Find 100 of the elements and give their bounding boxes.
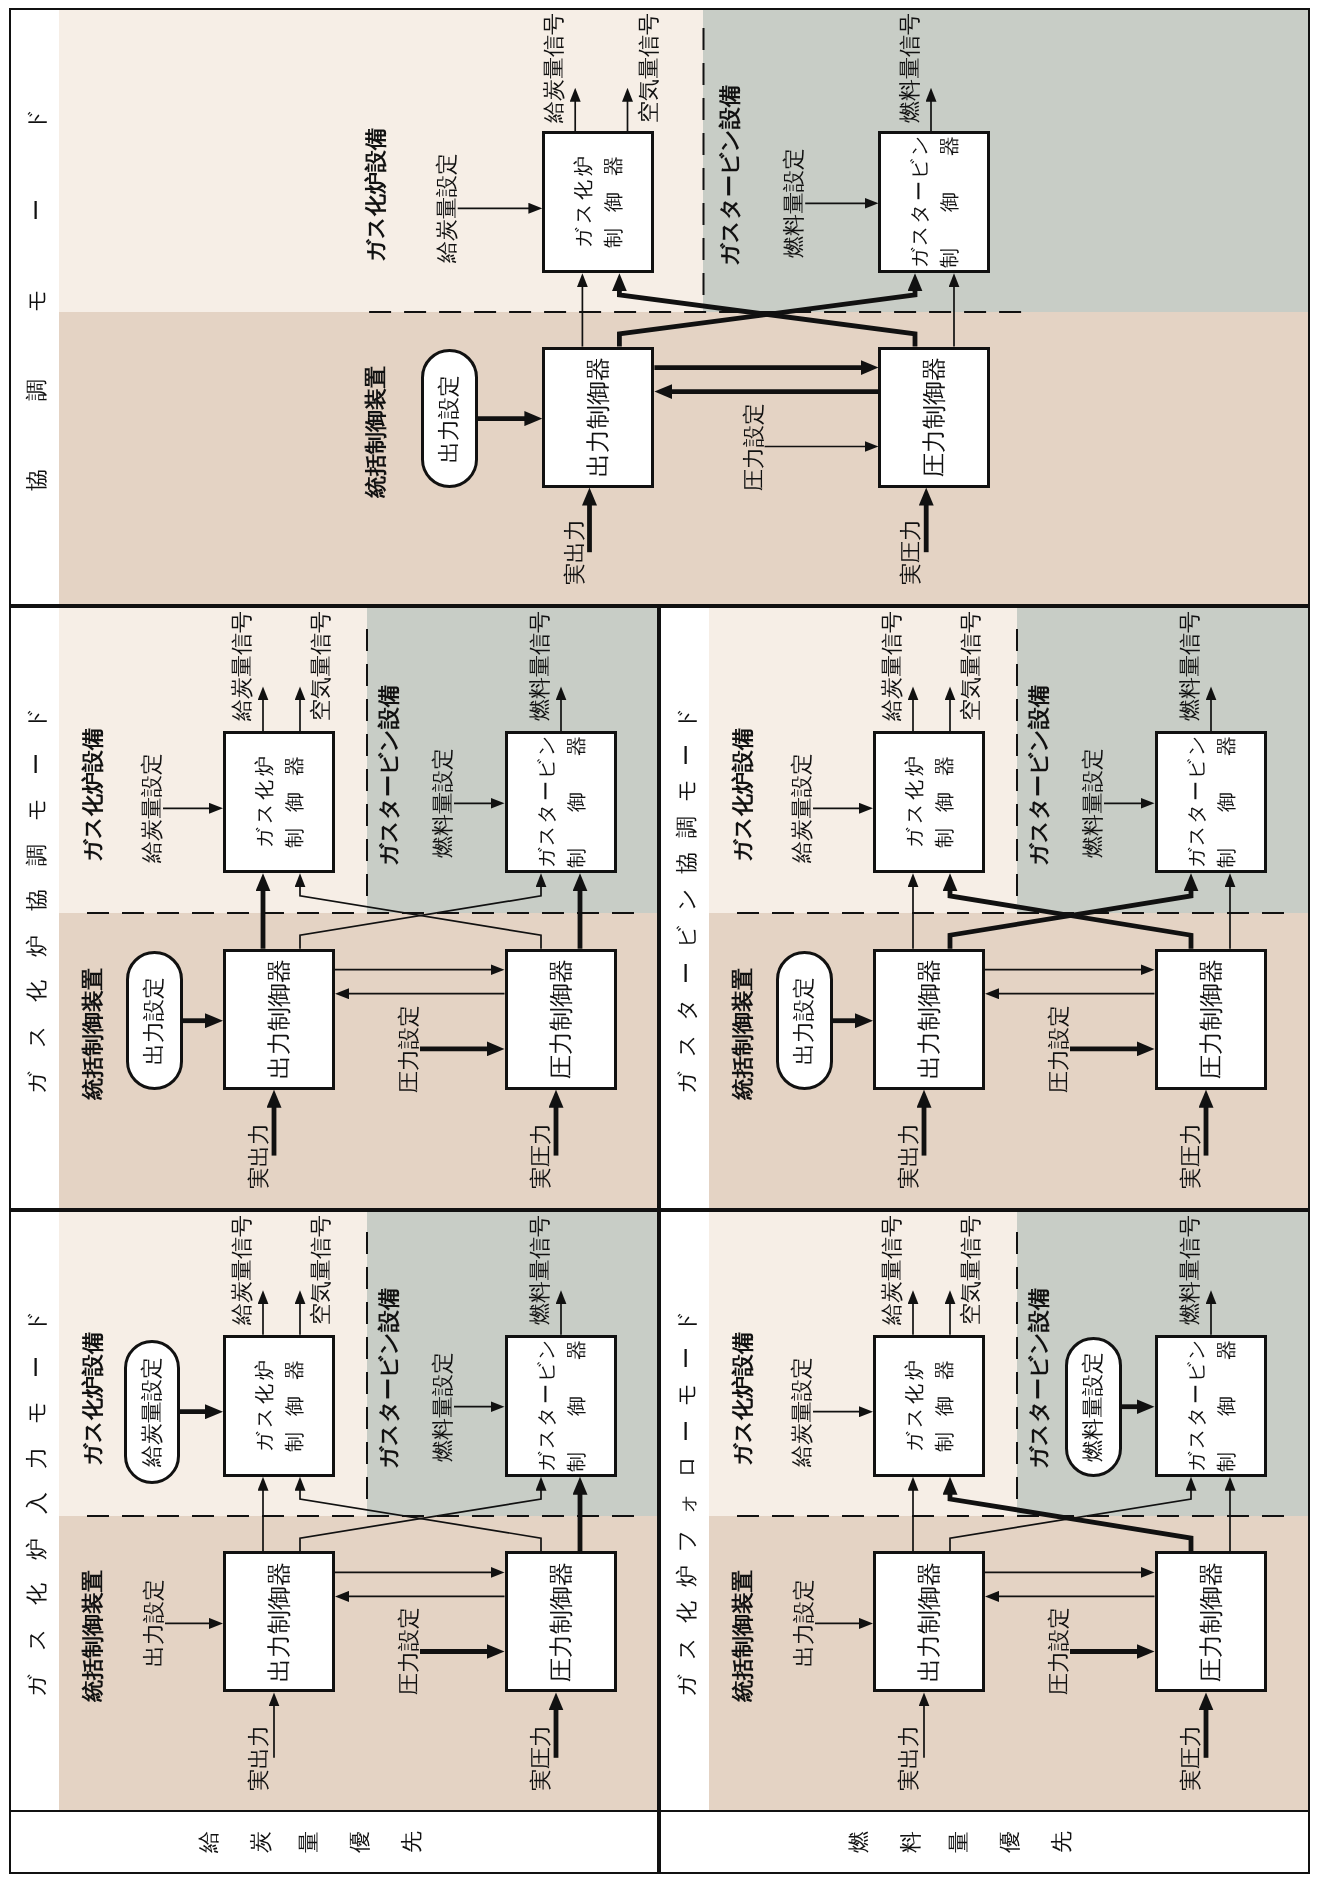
arrow (907, 1290, 919, 1336)
controller-box: 出力制御器 (223, 1551, 335, 1693)
arrow (907, 1476, 919, 1553)
section-area (709, 608, 1017, 914)
setpoint-label: 圧力設定 (398, 1004, 420, 1093)
section-heading: ガスタービン設備 (378, 684, 400, 866)
controller-box: ガス化炉制御器 (542, 131, 655, 274)
arrow (453, 797, 505, 809)
arrow (804, 197, 879, 209)
signal-label: 給炭量信号 (881, 1215, 903, 1326)
arrow (257, 1290, 269, 1336)
section-heading: ガス化炉設備 (732, 1331, 754, 1466)
signal-label: 実出力 (563, 519, 586, 586)
arrow (1205, 1290, 1217, 1336)
section-area (709, 1516, 1308, 1810)
signal-label: 燃料量信号 (529, 1215, 551, 1326)
arrow (456, 202, 543, 214)
arrow (548, 1692, 564, 1758)
arrow (622, 87, 633, 133)
controller-box: 圧力制御器 (1154, 1551, 1267, 1693)
arrow (984, 964, 1155, 976)
setpoint-label: 圧力設定 (1048, 1004, 1070, 1093)
signal-label: 空気量信号 (960, 611, 982, 722)
panel-title: ガス化炉協調モード (26, 706, 48, 1095)
section-heading: ガス化炉設備 (365, 128, 388, 263)
controller-box: ガス化炉制御器 (873, 731, 985, 874)
panel-title: ガスタービン協調モード (676, 706, 698, 1095)
signal-label: 給炭量信号 (881, 611, 903, 722)
arrow (944, 1290, 956, 1336)
section-area (1017, 608, 1308, 914)
arrow (985, 1590, 1156, 1602)
section-area (709, 913, 1308, 1208)
setpoint-label: 燃料量設定 (1082, 748, 1104, 859)
signal-label: 燃料量信号 (529, 611, 551, 722)
arrow (335, 1590, 506, 1602)
arrow (164, 1617, 223, 1629)
arrow (572, 1476, 588, 1552)
signal-label: 空気量信号 (637, 12, 660, 123)
arrow (1070, 1644, 1155, 1659)
arrow (1198, 1089, 1214, 1156)
arrow (555, 686, 567, 733)
signal-label: 燃料量信号 (1179, 1215, 1201, 1326)
section-heading: ガスタービン設備 (718, 84, 741, 266)
setpoint-label: 燃料量設定 (783, 148, 806, 259)
controller-box: 圧力制御器 (504, 1551, 617, 1693)
arrow (1121, 1399, 1155, 1415)
section-area (703, 10, 1308, 312)
signal-label: 実圧力 (1180, 1122, 1202, 1189)
signal-label: 給炭量信号 (543, 12, 566, 123)
arrow (918, 487, 934, 553)
controller-box: 出力制御器 (873, 1551, 985, 1693)
section-heading: 統括制御装置 (732, 967, 754, 1100)
controller-box: 圧力制御器 (504, 948, 617, 1090)
arrow (420, 1041, 505, 1057)
controller-box: ガス化炉制御器 (873, 1334, 985, 1477)
controller-box: 出力制御器 (542, 346, 655, 488)
row-header-cell: 給炭量優先 (9, 1810, 659, 1874)
setpoint-label: 燃料量設定 (432, 1351, 454, 1462)
section-heading: ガス化炉設備 (82, 1331, 104, 1466)
signal-label: 燃料量信号 (899, 12, 921, 123)
setpoint-label: 給炭量設定 (435, 153, 458, 264)
section-area (1017, 1212, 1308, 1517)
arrow (182, 1013, 223, 1029)
arrow (832, 1013, 873, 1029)
controller-box: 圧力制御器 (878, 346, 991, 488)
arrow (1070, 1041, 1155, 1057)
setpoint-label: 出力設定 (793, 1579, 815, 1668)
controller-box: ガスタービン制御器 (1154, 1334, 1267, 1477)
arrow (654, 360, 879, 376)
signal-label: 給炭量信号 (231, 1215, 253, 1326)
controller-box: ガスタービン制御器 (1154, 731, 1267, 874)
section-heading: ガス化炉設備 (82, 728, 104, 863)
arrow (477, 411, 543, 427)
arrow (255, 873, 271, 949)
arrow (569, 87, 581, 133)
panel-frame (659, 606, 1310, 1210)
controller-box: ガスタービン制御器 (878, 131, 991, 274)
arrow (812, 802, 873, 814)
arrow (948, 273, 960, 348)
signal-label: 実出力 (898, 1122, 920, 1189)
setpoint-label: 給炭量設定 (141, 753, 163, 864)
section-area (59, 312, 1308, 604)
section-heading: ガスタービン設備 (378, 1288, 400, 1470)
signal-label: 空気量信号 (960, 1215, 982, 1326)
controller-box: 出力制御器 (223, 948, 335, 1090)
arrow (266, 1089, 282, 1156)
setpoint-label: 給炭量設定 (791, 1356, 813, 1467)
section-heading: 統括制御装置 (365, 365, 388, 498)
arrow (985, 988, 1156, 1000)
arrow (420, 1644, 505, 1659)
arrow (335, 988, 506, 1000)
setpoint-label: 圧力設定 (398, 1607, 420, 1696)
section-heading: 統括制御装置 (732, 1570, 754, 1703)
arrow (812, 1406, 873, 1418)
signal-label: 燃料量信号 (1179, 611, 1201, 722)
section-area (59, 1516, 657, 1810)
controller-box: ガスタービン制御器 (504, 1334, 617, 1477)
panel-frame (9, 1210, 659, 1812)
arrow (916, 1089, 932, 1156)
signal-label: 実圧力 (900, 519, 923, 586)
